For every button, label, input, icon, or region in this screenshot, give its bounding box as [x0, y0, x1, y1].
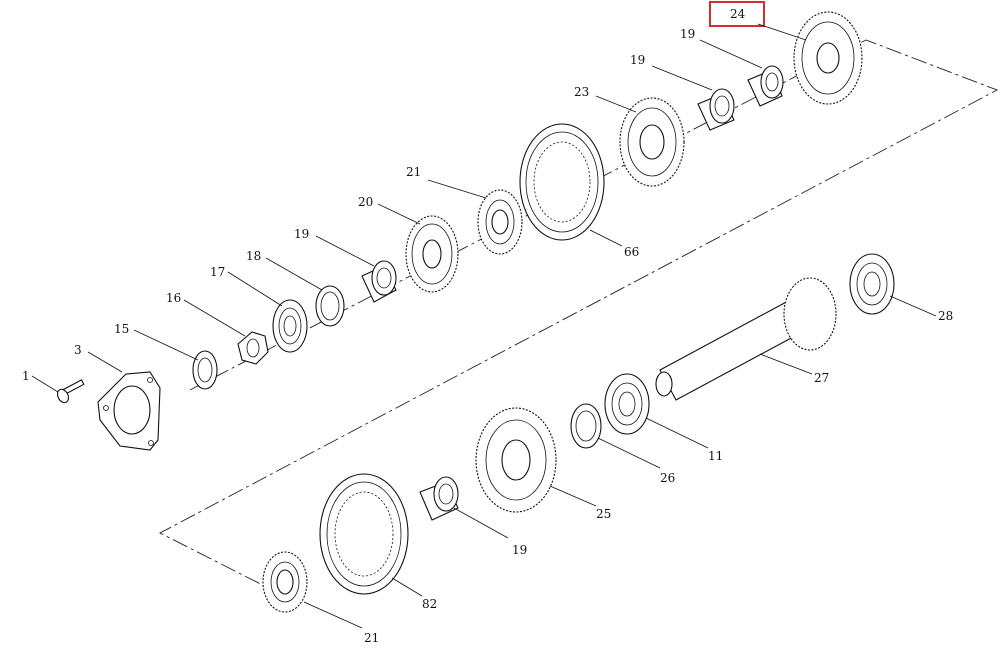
callout-label: 25 [596, 507, 611, 521]
callout-label: 66 [624, 245, 639, 259]
callout-label: 27 [814, 371, 829, 385]
flange-plate-part [97, 371, 161, 451]
bushing-part-3 [747, 65, 784, 107]
callout-18: 18 [246, 249, 323, 291]
callout-66: 66 [589, 229, 639, 259]
bolt-part [56, 379, 85, 404]
callout-28: 28 [889, 295, 953, 323]
splined-shaft-part [655, 277, 837, 401]
callout-label: 82 [422, 597, 437, 611]
bushing-part-2 [697, 88, 735, 131]
callout-21-b: 21 [303, 601, 379, 645]
shaft-bearing-part [604, 373, 650, 435]
callout-label: 24 [730, 7, 746, 21]
callout-19-a: 19 [294, 227, 375, 267]
callout-11: 11 [645, 417, 723, 463]
bushing-part [361, 260, 397, 303]
spur-gear-part [405, 215, 459, 293]
callout-label: 17 [210, 265, 225, 279]
pinion-gear-part [477, 189, 523, 255]
callout-label: 20 [358, 195, 373, 209]
callout-20: 20 [358, 195, 421, 225]
callout-24: 24 [709, 1, 807, 41]
callout-23: 23 [574, 85, 637, 113]
callout-24-highlight-box [709, 1, 765, 27]
callout-label: 19 [680, 27, 695, 41]
callout-label: 16 [166, 291, 181, 305]
helical-gear-part [619, 97, 685, 187]
callout-label: 3 [74, 343, 82, 357]
callout-label: 28 [938, 309, 953, 323]
washer-part [192, 350, 218, 390]
race-ring-part [315, 285, 345, 327]
callout-82: 82 [391, 577, 437, 611]
callout-label: 15 [114, 322, 129, 336]
synchronizer-ring-part [319, 473, 409, 595]
callouts: 1 3 15 16 17 18 19 20 [22, 1, 953, 645]
callout-19-d: 19 [453, 507, 527, 557]
bushing-part-4 [419, 476, 459, 521]
callout-15: 15 [114, 322, 199, 361]
synchronizer-sleeve-part [519, 123, 605, 241]
callout-label: 21 [406, 165, 421, 179]
callout-label: 19 [630, 53, 645, 67]
callout-label: 11 [708, 449, 723, 463]
callout-21-a: 21 [406, 165, 487, 199]
thrust-ring-part [570, 403, 602, 449]
ball-bearing-part [849, 253, 895, 315]
callout-27: 27 [759, 353, 829, 385]
callout-label: 18 [246, 249, 261, 263]
pinion-gear-part-2 [262, 551, 308, 613]
hex-nut-part [237, 331, 269, 365]
callout-label: 23 [574, 85, 589, 99]
callout-17: 17 [210, 265, 283, 307]
callout-label: 1 [22, 369, 30, 383]
callout-label: 19 [512, 543, 527, 557]
tapered-bearing-part [272, 299, 308, 353]
callout-19-c: 19 [680, 27, 763, 69]
callout-16: 16 [166, 291, 246, 337]
callout-3: 3 [74, 343, 123, 373]
callout-26: 26 [597, 437, 675, 485]
callout-25: 25 [549, 485, 611, 521]
callout-label: 26 [660, 471, 675, 485]
callout-label: 19 [294, 227, 309, 241]
callout-19-b: 19 [630, 53, 713, 91]
output-gear-part [475, 407, 557, 513]
large-gear-part [793, 11, 863, 105]
callout-label: 21 [364, 631, 379, 645]
callout-1: 1 [22, 369, 59, 393]
